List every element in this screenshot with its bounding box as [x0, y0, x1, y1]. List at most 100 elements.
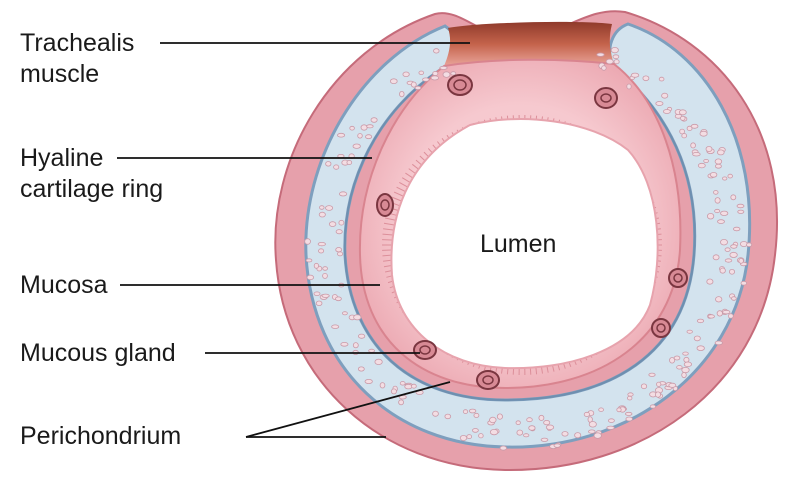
- chondrocyte: [608, 419, 614, 423]
- chondrocyte: [469, 409, 476, 413]
- chondrocyte: [720, 268, 725, 273]
- chondrocyte: [707, 213, 713, 219]
- chondrocyte: [353, 343, 358, 348]
- chondrocyte: [697, 319, 703, 323]
- chondrocyte: [338, 252, 343, 256]
- chondrocyte: [715, 159, 722, 164]
- chondrocyte: [336, 230, 342, 234]
- chondrocyte: [323, 267, 328, 271]
- chondrocyte: [721, 211, 728, 215]
- chondrocyte: [400, 91, 405, 96]
- chondrocyte: [371, 118, 377, 123]
- chondrocyte: [391, 389, 396, 394]
- chondrocyte: [405, 384, 412, 389]
- chondrocyte: [423, 78, 430, 81]
- chondrocyte: [683, 352, 689, 355]
- chondrocyte: [663, 110, 670, 114]
- chondrocyte: [607, 426, 615, 429]
- chondrocyte: [336, 248, 342, 252]
- chondrocyte: [716, 297, 722, 302]
- chondrocyte: [322, 294, 329, 297]
- chondrocyte: [628, 393, 633, 396]
- chondrocyte: [715, 341, 722, 345]
- chondrocyte: [741, 281, 747, 285]
- chondrocyte: [472, 429, 478, 433]
- chondrocyte: [694, 336, 700, 341]
- chondrocyte: [662, 93, 668, 98]
- chondrocyte: [627, 396, 632, 400]
- chondrocyte: [440, 66, 447, 69]
- chondrocyte: [589, 422, 596, 428]
- chondrocyte: [339, 192, 346, 196]
- chondrocyte: [380, 383, 385, 388]
- chondrocyte: [606, 59, 613, 64]
- chondrocyte: [419, 71, 424, 75]
- chondrocyte: [731, 195, 736, 200]
- chondrocyte: [687, 330, 692, 333]
- chondrocyte: [725, 259, 732, 262]
- chondrocyte: [460, 435, 467, 440]
- chondrocyte: [684, 357, 689, 362]
- chondrocyte: [369, 349, 375, 352]
- chondrocyte: [710, 172, 717, 177]
- label-mucous-gland: Mucous gland: [20, 338, 176, 369]
- label-trachealis-line1: Trachealis: [20, 28, 134, 59]
- chondrocyte: [682, 134, 687, 138]
- chondrocyte: [718, 220, 725, 224]
- chondrocyte: [704, 159, 709, 162]
- chondrocyte: [539, 415, 544, 420]
- label-trachealis-muscle: Trachealis muscle: [20, 28, 134, 90]
- chondrocyte: [517, 430, 523, 435]
- chondrocyte: [332, 325, 339, 329]
- chondrocyte: [541, 438, 548, 441]
- chondrocyte: [681, 116, 686, 120]
- chondrocyte: [656, 102, 663, 106]
- chondrocyte: [544, 420, 550, 424]
- label-trachealis-line2: muscle: [20, 59, 134, 90]
- chondrocyte: [358, 367, 364, 371]
- chondrocyte: [617, 408, 621, 412]
- chondrocyte: [691, 143, 696, 148]
- label-lumen: Lumen: [480, 230, 556, 259]
- chondrocyte: [516, 421, 520, 425]
- chondrocyte: [670, 358, 675, 364]
- chondrocyte: [723, 310, 730, 314]
- chondrocyte: [717, 150, 724, 155]
- chondrocyte: [554, 444, 560, 448]
- chondrocyte: [320, 206, 325, 210]
- chondrocyte: [684, 362, 691, 367]
- chondrocyte: [319, 249, 324, 253]
- chondrocyte: [733, 227, 740, 231]
- chondrocyte: [738, 210, 744, 213]
- chondrocyte: [625, 412, 632, 415]
- chondrocyte: [723, 177, 727, 180]
- label-hyaline-line2: cartilage ring: [20, 174, 163, 205]
- chondrocyte: [725, 248, 730, 252]
- chondrocyte: [323, 273, 328, 278]
- chondrocyte: [319, 212, 325, 217]
- chondrocyte: [732, 297, 737, 301]
- chondrocyte: [677, 366, 683, 370]
- chondrocyte: [329, 222, 336, 227]
- chondrocyte: [434, 49, 440, 53]
- chondrocyte: [721, 239, 728, 245]
- chondrocyte: [714, 191, 719, 195]
- chondrocyte: [463, 410, 467, 414]
- chondrocyte: [339, 220, 344, 225]
- chondrocyte: [728, 174, 733, 178]
- chondrocyte: [431, 76, 439, 80]
- chondrocyte: [361, 125, 367, 130]
- chondrocyte: [707, 279, 713, 284]
- chondrocyte: [390, 79, 397, 84]
- chondrocyte: [641, 384, 646, 389]
- chondrocyte: [747, 243, 752, 247]
- chondrocyte: [737, 204, 744, 208]
- chondrocyte: [403, 72, 409, 77]
- chondrocyte: [307, 275, 314, 280]
- chondrocyte: [326, 206, 333, 211]
- chondrocyte: [433, 411, 439, 416]
- chondrocyte: [682, 367, 689, 372]
- chondrocyte: [697, 346, 704, 351]
- chondrocyte: [354, 315, 361, 320]
